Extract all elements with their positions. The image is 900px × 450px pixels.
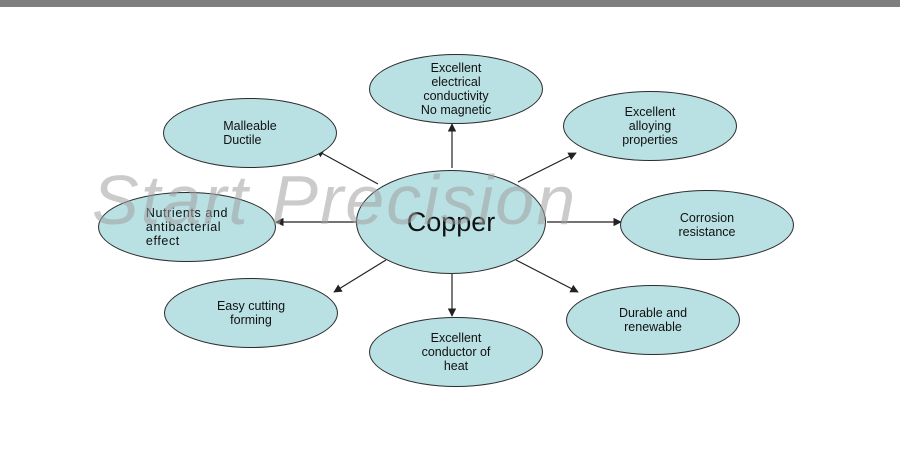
top-bar [0,0,900,7]
property-label-nutrients: Nutrients and antibacterial effect [145,206,229,248]
property-label-malleable: Malleable Ductile [223,119,277,147]
property-label-electrical: Excellent electrical conductivity No mag… [420,61,492,117]
arrow-to-alloying [517,152,577,183]
arrow-to-malleable [315,149,379,185]
property-label-cutting: Easy cutting forming [216,299,286,327]
property-node-nutrients: Nutrients and antibacterial effect [98,192,276,262]
arrow-to-durable [515,259,579,293]
property-label-durable: Durable and renewable [618,306,688,334]
property-label-alloying: Excellent alloying properties [622,105,678,147]
property-node-alloying: Excellent alloying properties [563,91,737,161]
center-node-copper: Copper [356,170,546,274]
property-node-cutting: Easy cutting forming [164,278,338,348]
property-node-durable: Durable and renewable [566,285,740,355]
property-label-corrosion: Corrosion resistance [678,211,736,239]
arrow-to-cutting [333,259,387,293]
property-label-heat: Excellent conductor of heat [421,331,491,373]
center-label: Copper [406,207,496,237]
property-node-malleable: Malleable Ductile [163,98,337,168]
property-node-electrical: Excellent electrical conductivity No mag… [369,54,543,124]
property-node-heat: Excellent conductor of heat [369,317,543,387]
property-node-corrosion: Corrosion resistance [620,190,794,260]
